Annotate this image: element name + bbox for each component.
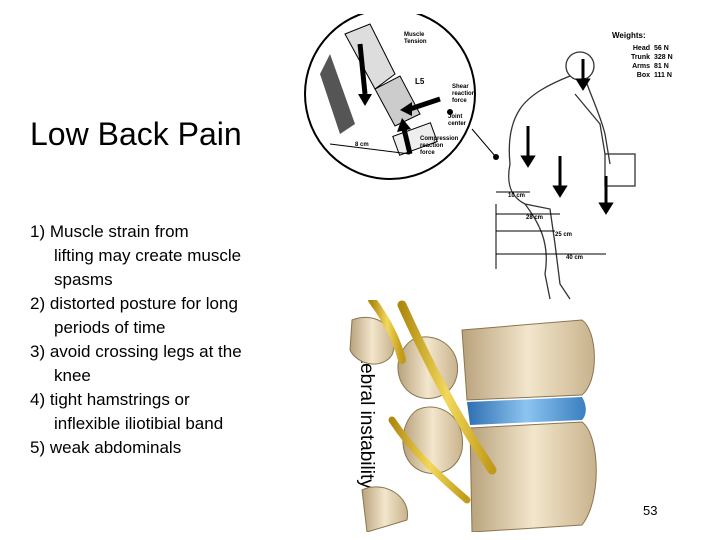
weight-arrows (520, 59, 614, 215)
distance-label-28: 28 cm (526, 215, 543, 221)
svg-text:328 N: 328 N (654, 54, 673, 61)
weights-title: Weights: (612, 31, 646, 40)
vertebra-upper (461, 319, 595, 401)
compression-label: Compression (420, 136, 459, 142)
svg-text:reaction: reaction (420, 143, 444, 149)
weights-legend: Head 56 N Trunk 328 N Arms 81 N Box 111 … (631, 45, 673, 79)
svg-text:Tension: Tension (404, 39, 427, 45)
shear-label: Shear (452, 84, 469, 90)
joint-center-label: Joint (448, 114, 462, 120)
page-number: 53 (643, 503, 658, 518)
distance-label-10: 10 cm (508, 193, 525, 199)
svg-text:Head: Head (633, 45, 650, 52)
vertebrae-illustration (349, 300, 597, 532)
svg-text:81 N: 81 N (654, 63, 669, 70)
muscle-tension-label: Muscle (404, 32, 425, 38)
svg-text:Box: Box (637, 72, 650, 79)
slide-title: Low Back Pain (30, 116, 242, 152)
l5-label: L5 (415, 77, 425, 86)
svg-text:force: force (420, 150, 435, 156)
svg-text:56 N: 56 N (654, 45, 669, 52)
lifting-force-diagram: Muscle Tension L5 Shear reaction force J… (304, 14, 673, 300)
person-figure (508, 51, 636, 300)
distance-lines (495, 191, 606, 269)
svg-text:center: center (448, 121, 467, 127)
disc (467, 397, 586, 425)
distance-label-40: 40 cm (566, 255, 583, 261)
bullet-list: 1) Muscle strain from lifting may create… (30, 220, 280, 460)
distance-label-25: 25 cm (555, 232, 572, 238)
list-item: 1) Muscle strain from lifting may create… (30, 222, 242, 289)
list-item: 4) tight hamstrings or inflexible ilioti… (30, 390, 224, 433)
list-item: 3) avoid crossing legs at the knee (30, 342, 242, 385)
list-item: 5) weak abdominals (30, 438, 182, 457)
list-item: 2) distorted posture for long periods of… (30, 294, 238, 337)
svg-text:111 N: 111 N (654, 72, 672, 79)
spine-inset (320, 23, 453, 156)
svg-text:Arms: Arms (632, 63, 650, 70)
svg-text:reaction: reaction (452, 91, 476, 97)
8cm-label: 8 cm (355, 142, 369, 148)
vertebra-lower (469, 421, 597, 532)
svg-text:Trunk: Trunk (631, 54, 650, 61)
svg-text:force: force (452, 98, 467, 104)
spinal-nerve (397, 300, 497, 475)
